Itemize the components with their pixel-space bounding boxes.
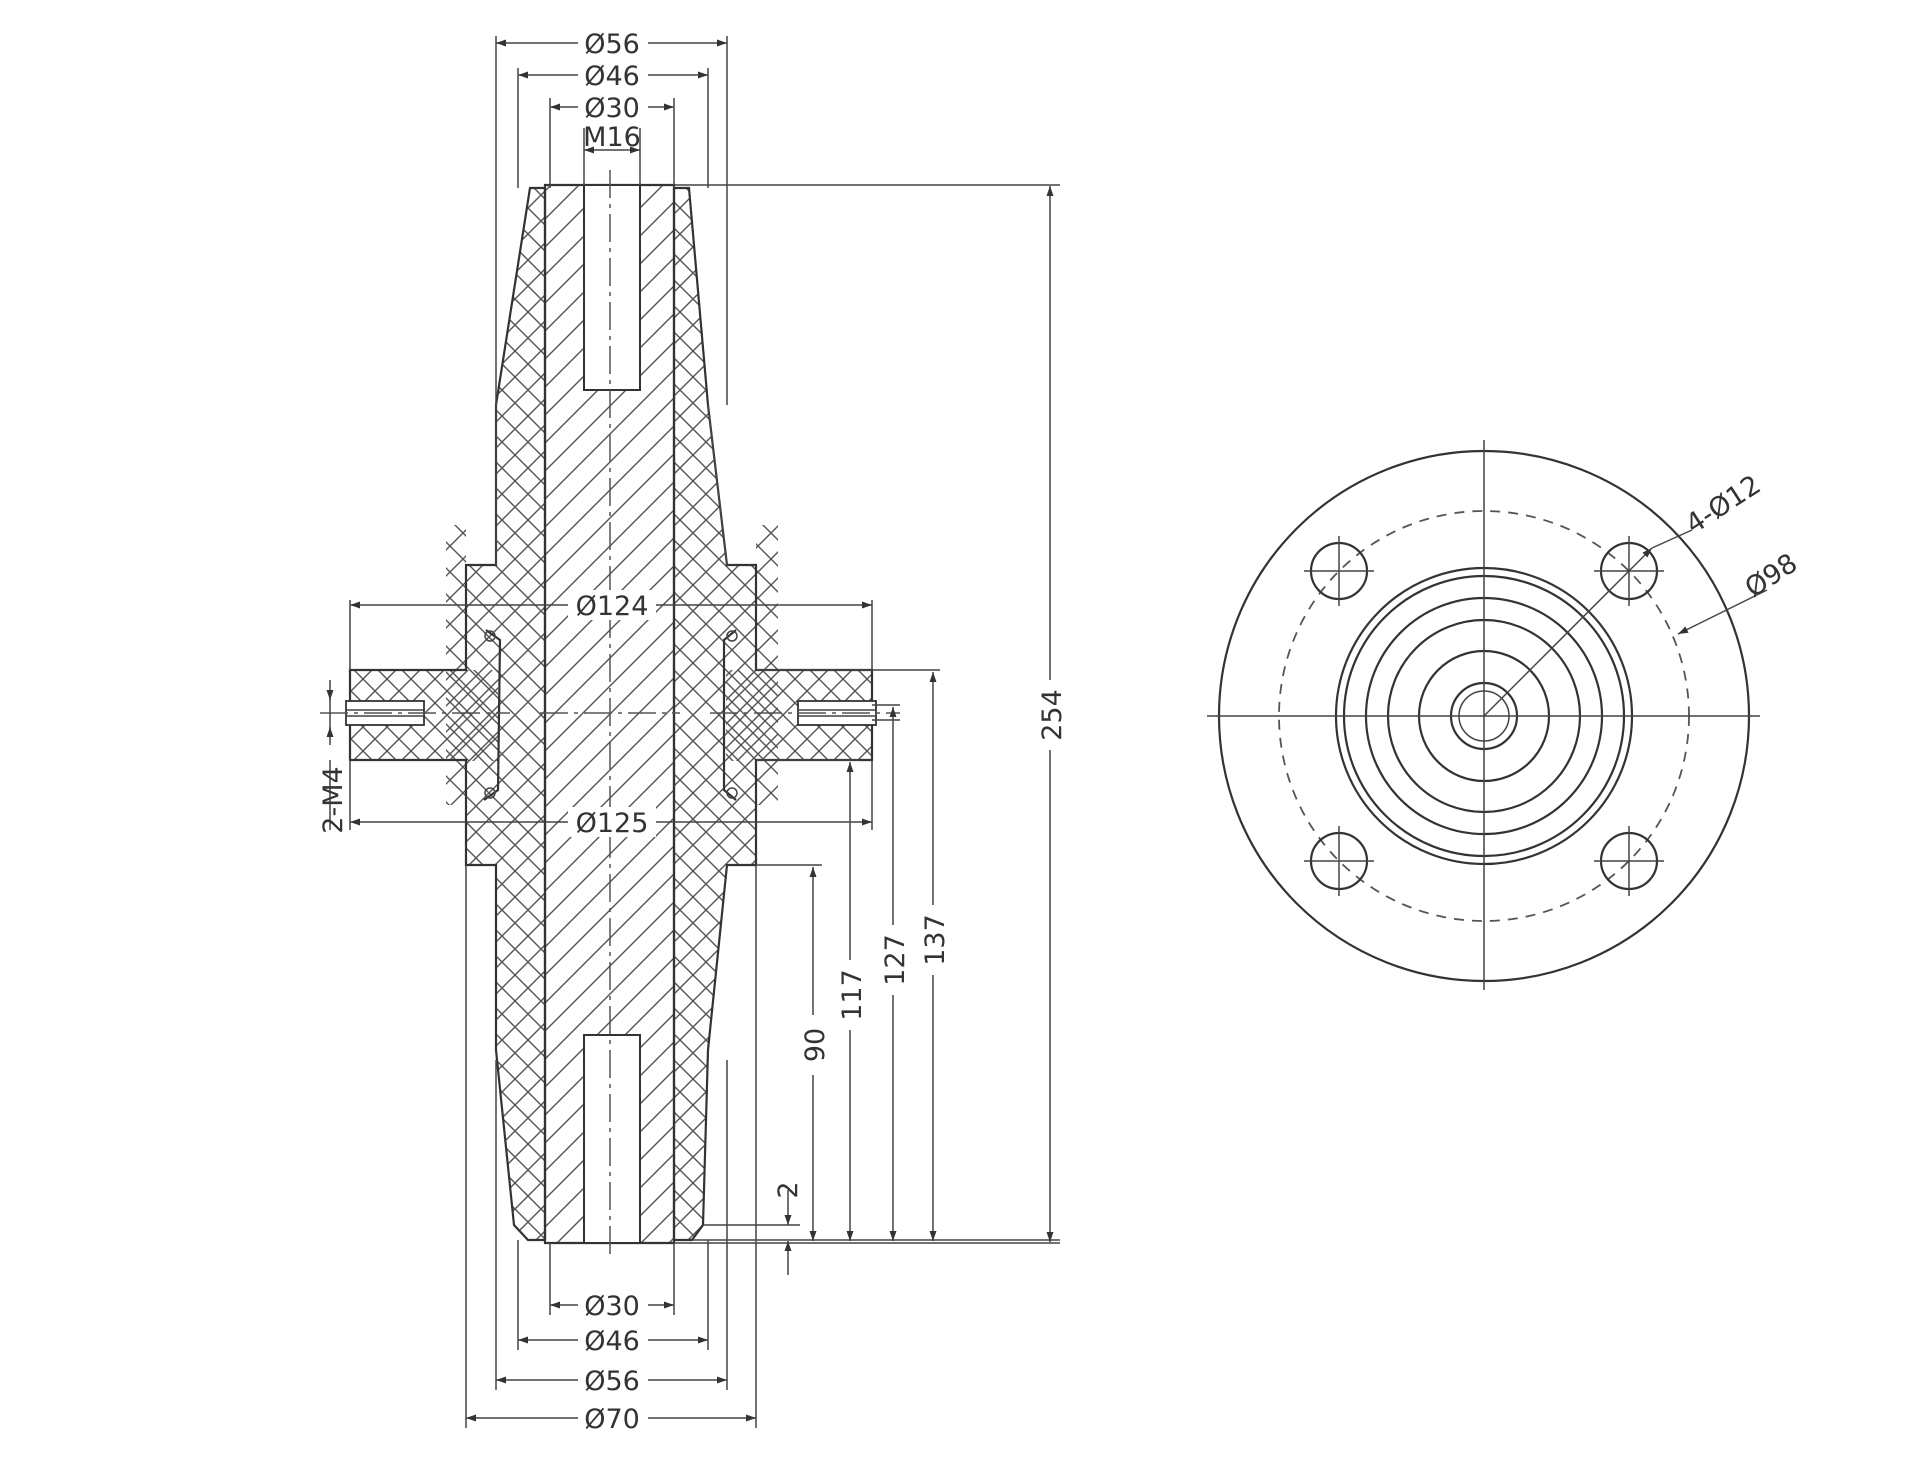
dim-bottom-d70: Ø70 xyxy=(584,1404,640,1435)
dim-top-d46: Ø46 xyxy=(584,61,640,92)
end-view: 4-Ø12 Ø98 xyxy=(1207,440,1803,990)
dim-height-90: 90 xyxy=(800,1028,831,1062)
dim-bottom-d46: Ø46 xyxy=(584,1326,640,1357)
dim-height-117: 117 xyxy=(837,969,868,1021)
bottom-threaded-bore xyxy=(583,1034,641,1244)
front-dimensions: Ø56 Ø46 Ø30 M16 Ø30 Ø46 Ø56 Ø70 Ø124 Ø12… xyxy=(318,26,1068,1435)
dim-bottom-d56: Ø56 xyxy=(584,1366,640,1397)
mounting-hole-bottom-left xyxy=(1304,826,1374,896)
dim-top-d56: Ø56 xyxy=(584,29,640,60)
dim-top-thread: M16 xyxy=(583,122,641,153)
mounting-hole-bottom-right xyxy=(1594,826,1664,896)
dim-side-thread: 2-M4 xyxy=(318,766,349,833)
dim-height-2: 2 xyxy=(773,1181,804,1198)
top-threaded-bore xyxy=(583,184,641,391)
dim-end-pcd: Ø98 xyxy=(1740,548,1804,604)
dim-height-137: 137 xyxy=(920,914,951,966)
dim-height-254: 254 xyxy=(1037,689,1068,741)
dim-bottom-d30: Ø30 xyxy=(584,1291,640,1322)
dim-flange-d125: Ø125 xyxy=(576,808,649,839)
mounting-hole-top-left xyxy=(1304,536,1374,606)
dim-top-d30: Ø30 xyxy=(584,93,640,124)
dim-height-127: 127 xyxy=(880,934,911,986)
dim-flange-d124: Ø124 xyxy=(576,591,649,622)
dim-end-holes: 4-Ø12 xyxy=(1680,469,1766,540)
